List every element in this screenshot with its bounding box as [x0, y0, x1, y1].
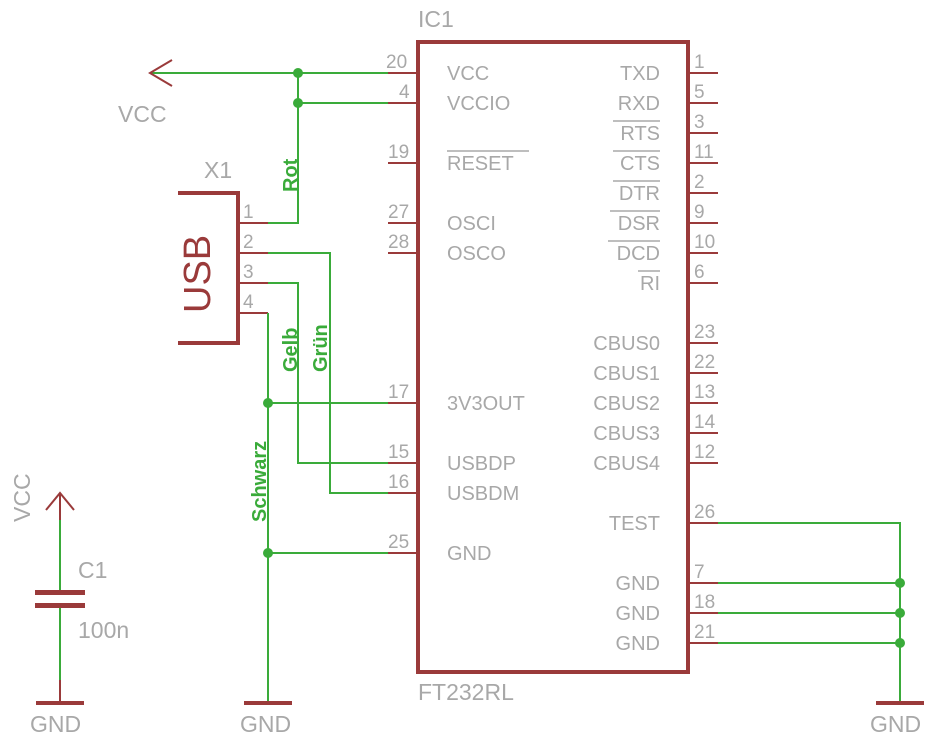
vcc-arrow-symbol	[148, 59, 173, 87]
ic1-pin-label: CBUS4	[593, 453, 660, 475]
ic1-pin-label: VCCIO	[447, 93, 510, 115]
ic1-pin-number: 18	[694, 592, 715, 613]
ic1-pin-number: 21	[694, 622, 715, 643]
wire-label-green: Grün	[310, 324, 332, 372]
ic1-pin-number: 27	[388, 202, 409, 223]
ic1-pin-number: 3	[694, 112, 705, 133]
ic1-pin-number: 11	[694, 142, 714, 163]
junction-dots	[263, 68, 905, 648]
ic1-pin-number: 17	[388, 382, 409, 403]
ic1-pin-number: 26	[694, 502, 715, 523]
ic1-pin-number: 6	[694, 262, 705, 283]
usb-connector-name: X1	[204, 157, 232, 183]
ic1-pin-label: RTS	[620, 123, 660, 145]
ic1-left-pins	[388, 72, 418, 554]
ic1-pin-label: USBDP	[447, 453, 516, 475]
ic1-pin-label: CBUS0	[593, 333, 660, 355]
ic1-pin-number: 5	[694, 82, 705, 103]
ic1-pin-label: 3V3OUT	[447, 393, 525, 415]
ic1-pin-number: 12	[694, 442, 715, 463]
gnd-cap-label: GND	[30, 711, 81, 737]
usb-pin-number: 2	[243, 232, 254, 253]
ic1-pin-label: GND	[616, 573, 660, 595]
gnd-right-label: GND	[870, 711, 921, 737]
usb-pin-number: 1	[243, 202, 254, 223]
ic1-pin-number: 4	[399, 82, 410, 103]
ic1-pin-number: 20	[386, 52, 407, 73]
ic1-value: FT232RL	[418, 679, 514, 705]
ic1-pin-number: 15	[388, 442, 409, 463]
ic1-pin-number: 28	[388, 232, 409, 253]
ic1-pin-label: DSR	[618, 213, 660, 235]
nets	[59, 72, 901, 703]
ic1-pin-number: 7	[694, 562, 705, 583]
usb-pin-number: 4	[243, 292, 254, 313]
ic1-pin-number: 16	[388, 472, 409, 493]
ic1-pin-number: 9	[694, 202, 705, 223]
ic1-pin-number: 22	[694, 352, 715, 373]
ic1-pin-label: OSCO	[447, 243, 506, 265]
ic1-body	[416, 40, 690, 674]
ic1-overbars	[608, 120, 660, 272]
ic1-pin-label: DCD	[617, 243, 660, 265]
ic1-pin-label: TXD	[620, 63, 660, 85]
usb-body-label: USB	[177, 235, 219, 313]
ic1-pin-label: RXD	[618, 93, 660, 115]
ic1-pin-label: CBUS3	[593, 423, 660, 445]
gnd-mid-label: GND	[240, 711, 291, 737]
capacitor-name: C1	[78, 557, 107, 583]
ic1-pin-label: OSCI	[447, 213, 496, 235]
ic1-pin-label: CBUS2	[593, 393, 660, 415]
usb-connector-x1	[178, 191, 268, 345]
ic1-pin-label: VCC	[447, 63, 489, 85]
vcc-cap-label: VCC	[9, 473, 35, 522]
wire-label-yellow: Gelb	[280, 328, 302, 372]
ic1-pin-number: 13	[694, 382, 715, 403]
ic1-pin-number: 25	[388, 532, 409, 553]
ic1-pin-label: TEST	[609, 513, 660, 535]
ic1-pin-number: 19	[388, 142, 409, 163]
ic1-name: IC1	[418, 6, 454, 32]
ic1-pin-label: GND	[616, 633, 660, 655]
ic1-pin-label: DTR	[619, 183, 660, 205]
gnd-symbol-cap	[36, 680, 84, 705]
ic1-pin-label: RESET	[447, 153, 514, 175]
ic1-pin-number: 1	[694, 52, 705, 73]
usb-pin-number: 3	[243, 262, 254, 283]
wire-label-black: Schwarz	[249, 441, 271, 522]
ic1-pin-number: 14	[694, 412, 716, 433]
ic1-pin-number: 23	[694, 322, 715, 343]
ic1-right-pins	[688, 72, 718, 644]
ic1-pin-number: 2	[694, 172, 705, 193]
ic1-pin-label: GND	[616, 603, 660, 625]
ic1-pin-label: GND	[447, 543, 491, 565]
ic1-pin-label: USBDM	[447, 483, 519, 505]
ic1-pin-label: RI	[640, 273, 660, 295]
ic1-pin-label: CBUS1	[593, 363, 660, 385]
vcc-top-label: VCC	[118, 101, 167, 127]
wire-label-red: Rot	[280, 158, 302, 192]
capacitor-value: 100n	[78, 617, 129, 643]
ic1-pin-number: 10	[694, 232, 715, 253]
ic1-pin-label: CTS	[620, 153, 660, 175]
